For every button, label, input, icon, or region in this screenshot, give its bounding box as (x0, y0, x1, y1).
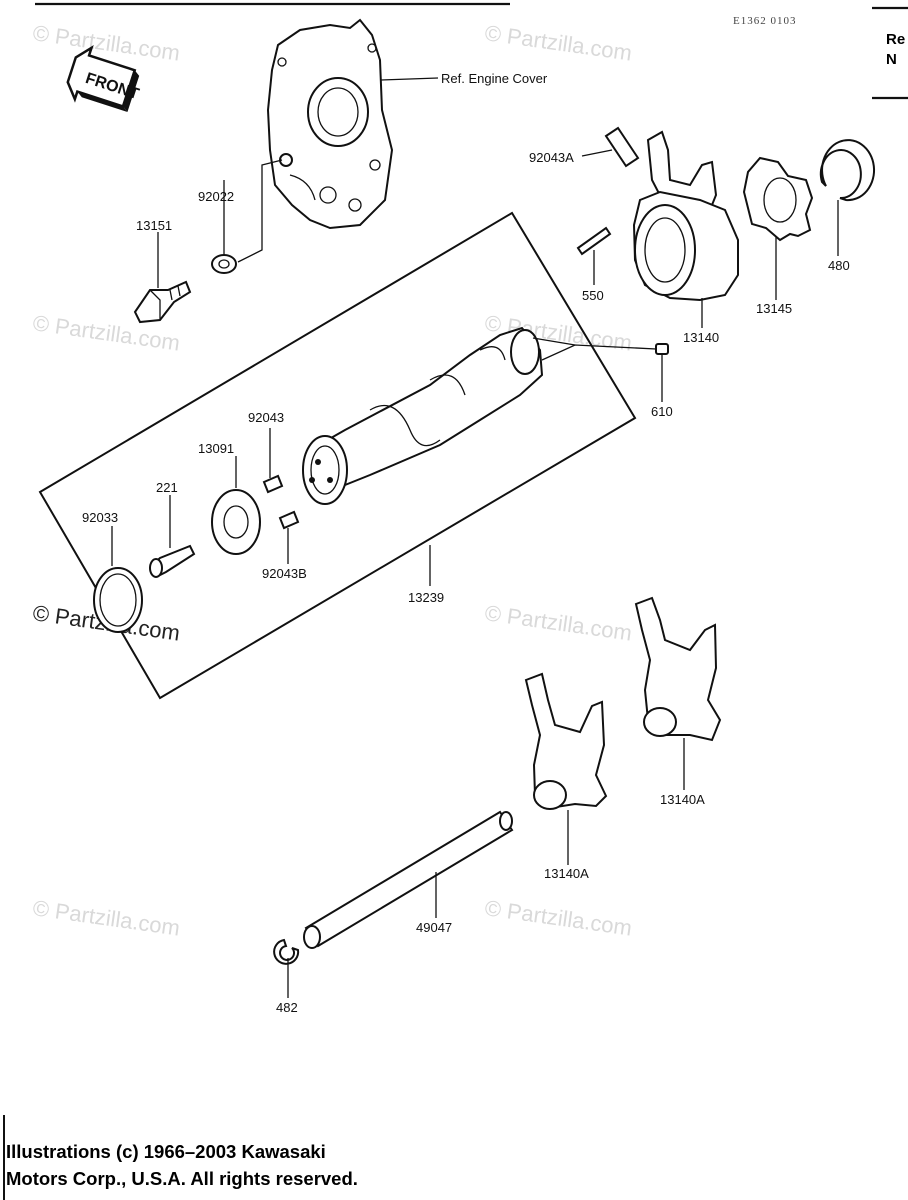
copyright-notice: Illustrations (c) 1966–2003 Kawasaki Mot… (6, 1138, 358, 1192)
callout-92043: 92043 (248, 410, 284, 425)
diagram-code: E1362 0103 (733, 15, 797, 27)
watermark-7: © Partzilla.com (31, 895, 181, 940)
watermark-1: © Partzilla.com (31, 20, 181, 65)
callout-49047: 49047 (416, 920, 452, 935)
callout-482: 482 (276, 1000, 298, 1015)
callout-92043A: 92043A (529, 150, 574, 165)
callout-550: 550 (582, 288, 604, 303)
pin-92043A (604, 126, 640, 168)
watermark-2: © Partzilla.com (483, 20, 633, 65)
front-arrow-icon: FRONT (66, 44, 141, 113)
callout-13151: 13151 (136, 218, 172, 233)
callout-13140: 13140 (683, 330, 719, 345)
callout-221: 221 (156, 480, 178, 495)
shaft-49047 (303, 810, 514, 949)
plate-13145 (742, 156, 814, 242)
callout-610: 610 (651, 404, 673, 419)
engine-cover (266, 18, 394, 230)
plate-13091 (211, 489, 261, 555)
callout-92043B: 92043B (262, 566, 307, 581)
switch-13151 (133, 280, 192, 324)
watermark-8: © Partzilla.com (483, 895, 633, 940)
corner-text: Re N (886, 30, 905, 70)
copyright-line2: Motors Corp., U.S.A. All rights reserved… (6, 1168, 358, 1189)
shift-fork-13140 (632, 130, 739, 302)
callout-13140A-lower: 13140A (544, 866, 589, 881)
callout-92033: 92033 (82, 510, 118, 525)
callout-engine-cover: Ref. Engine Cover (441, 71, 548, 86)
corner-text-line2: N (886, 51, 897, 68)
leader-lines (111, 77, 839, 998)
shift-drum-13239 (302, 326, 544, 505)
pin-92043 (262, 474, 284, 494)
circlip-92033 (93, 567, 143, 633)
shift-fork-13140A-lower (524, 672, 608, 810)
watermark-6: © Partzilla.com (483, 600, 633, 645)
corner-text-line1: Re (886, 31, 906, 48)
pin-92043B (278, 510, 300, 530)
callout-480: 480 (828, 258, 850, 273)
callout-13239: 13239 (408, 590, 444, 605)
callout-13140A-upper: 13140A (660, 792, 705, 807)
callout-13145: 13145 (756, 301, 792, 316)
pin-610 (655, 343, 669, 355)
callout-92022: 92022 (198, 189, 234, 204)
cotter-pin-550 (576, 226, 612, 256)
circlip-480 (819, 139, 876, 202)
eclip-482 (273, 938, 300, 965)
copyright-line1: Illustrations (c) 1966–2003 Kawasaki (6, 1141, 326, 1162)
screw-221 (149, 544, 196, 578)
shift-fork-13140A-upper (634, 596, 722, 742)
washer-92022 (211, 254, 237, 274)
callout-13091: 13091 (198, 441, 234, 456)
